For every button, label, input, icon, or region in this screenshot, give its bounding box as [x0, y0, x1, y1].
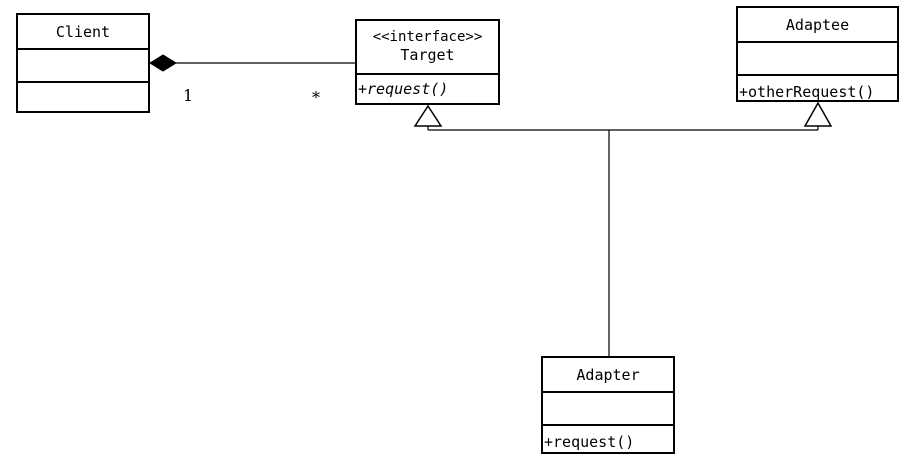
class-target-header: <<interface>> Target [357, 21, 498, 73]
class-adapter[interactable]: Adapter +request() [541, 356, 675, 454]
class-adapter-name: Adapter [576, 365, 640, 384]
inheritance-triangle-adaptee [803, 101, 833, 127]
multiplicity-client: 1 [183, 86, 194, 105]
class-client[interactable]: Client [16, 13, 150, 113]
class-client-attributes [18, 48, 148, 81]
inheritance-triangle-target [413, 104, 443, 127]
composition-diamond [149, 54, 177, 72]
class-adaptee-name: Adaptee [785, 15, 850, 34]
class-adaptee-operations: +otherRequest() [738, 74, 897, 107]
class-adapter-attributes [543, 391, 673, 424]
class-adapter-operations: +request() [543, 424, 673, 457]
multiplicity-target: * [312, 88, 320, 107]
class-target-operations: +request() [357, 73, 498, 103]
class-adaptee[interactable]: Adaptee +otherRequest() [736, 6, 899, 102]
class-client-operations [18, 81, 148, 114]
class-target-name: Target [400, 46, 455, 64]
class-target-stereotype: <<interface>> [372, 29, 483, 45]
class-target[interactable]: <<interface>> Target +request() [355, 19, 500, 105]
class-adaptee-attributes [738, 41, 897, 74]
class-client-name: Client [55, 22, 111, 41]
